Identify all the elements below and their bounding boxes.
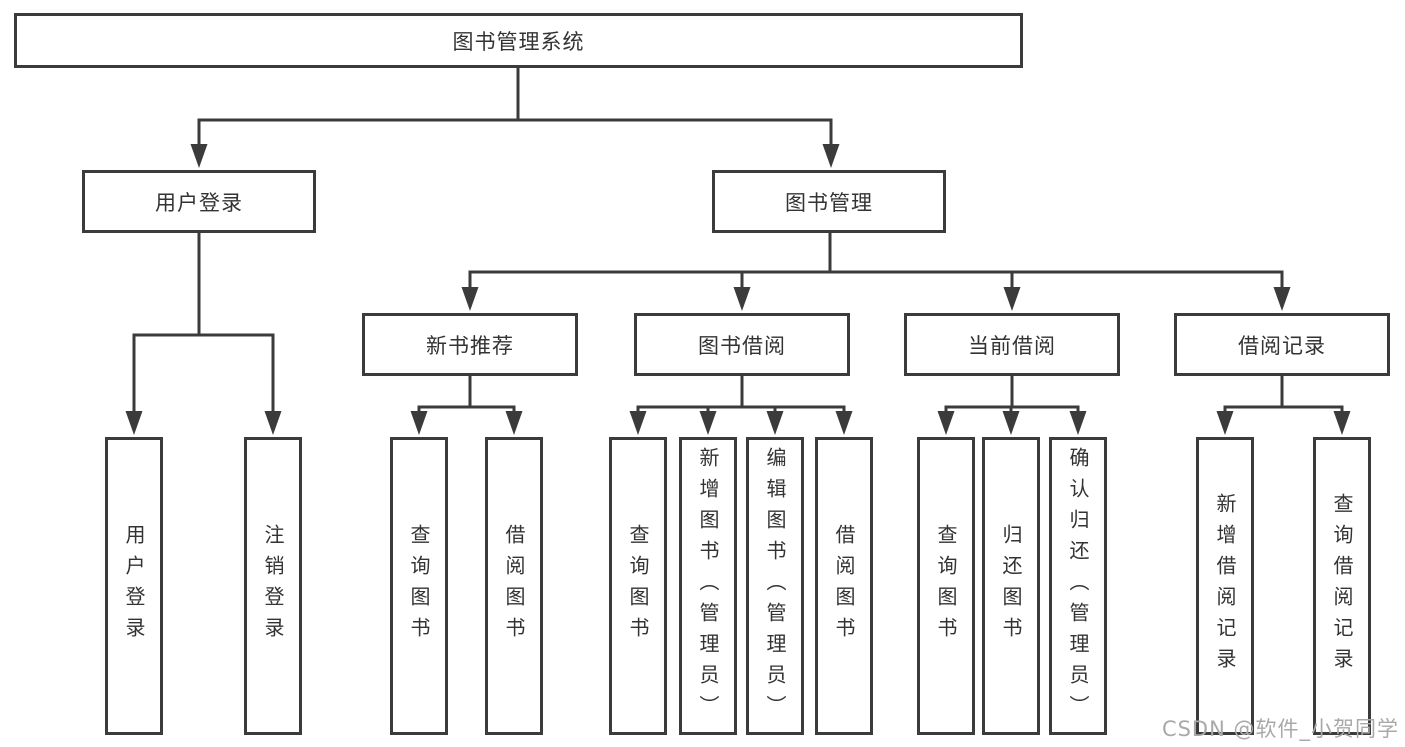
- leaf-borrow-books-1-label: 借阅图书: [502, 524, 526, 648]
- node-user-login-branch-label: 用户登录: [155, 190, 243, 215]
- node-borrowing-records: 借阅记录: [1174, 313, 1390, 376]
- leaf-borrow-books-2: 借阅图书: [815, 437, 873, 735]
- leaf-confirm-return-admin: 确认归还（管理员）: [1049, 437, 1107, 735]
- leaf-logout-label: 注销登录: [261, 524, 285, 648]
- node-current-borrowing-label: 当前借阅: [968, 333, 1056, 358]
- leaf-query-books-1: 查询图书: [390, 437, 448, 735]
- leaf-add-books-admin: 新增图书（管理员）: [679, 437, 737, 735]
- leaf-borrow-books-1: 借阅图书: [485, 437, 543, 735]
- leaf-edit-books-admin: 编辑图书（管理员）: [746, 437, 804, 735]
- node-root-system: 图书管理系统: [14, 13, 1023, 68]
- node-new-book-recommendation-label: 新书推荐: [426, 333, 514, 358]
- leaf-logout: 注销登录: [244, 437, 302, 735]
- csdn-watermark: CSDN @软件_小贺同学: [1161, 717, 1399, 741]
- leaf-query-books-2: 查询图书: [609, 437, 667, 735]
- leaf-confirm-return-admin-label: 确认归还（管理员）: [1066, 446, 1090, 726]
- node-book-management-branch: 图书管理: [712, 170, 946, 233]
- leaf-edit-books-admin-label: 编辑图书（管理员）: [763, 446, 787, 726]
- leaf-add-books-admin-label: 新增图书（管理员）: [696, 446, 720, 726]
- leaf-query-borrow-record-label: 查询借阅记录: [1330, 493, 1354, 679]
- node-book-borrowing-label: 图书借阅: [698, 333, 786, 358]
- leaf-user-login-label: 用户登录: [122, 524, 146, 648]
- leaf-query-books-3: 查询图书: [917, 437, 975, 735]
- leaf-query-books-2-label: 查询图书: [626, 524, 650, 648]
- node-new-book-recommendation: 新书推荐: [362, 313, 578, 376]
- node-root-label: 图书管理系统: [452, 29, 585, 54]
- leaf-query-books-1-label: 查询图书: [407, 524, 431, 648]
- node-borrowing-records-label: 借阅记录: [1238, 333, 1326, 358]
- leaf-borrow-books-2-label: 借阅图书: [832, 524, 856, 648]
- leaf-add-borrow-record: 新增借阅记录: [1196, 437, 1254, 735]
- leaf-add-borrow-record-label: 新增借阅记录: [1213, 493, 1237, 679]
- node-book-borrowing: 图书借阅: [634, 313, 850, 376]
- node-book-management-branch-label: 图书管理: [785, 190, 873, 215]
- node-current-borrowing: 当前借阅: [904, 313, 1120, 376]
- leaf-return-books: 归还图书: [982, 437, 1040, 735]
- leaf-user-login: 用户登录: [105, 437, 163, 735]
- leaf-query-borrow-record: 查询借阅记录: [1313, 437, 1371, 735]
- leaf-query-books-3-label: 查询图书: [934, 524, 958, 648]
- leaf-return-books-label: 归还图书: [999, 524, 1023, 648]
- node-user-login-branch: 用户登录: [82, 170, 316, 233]
